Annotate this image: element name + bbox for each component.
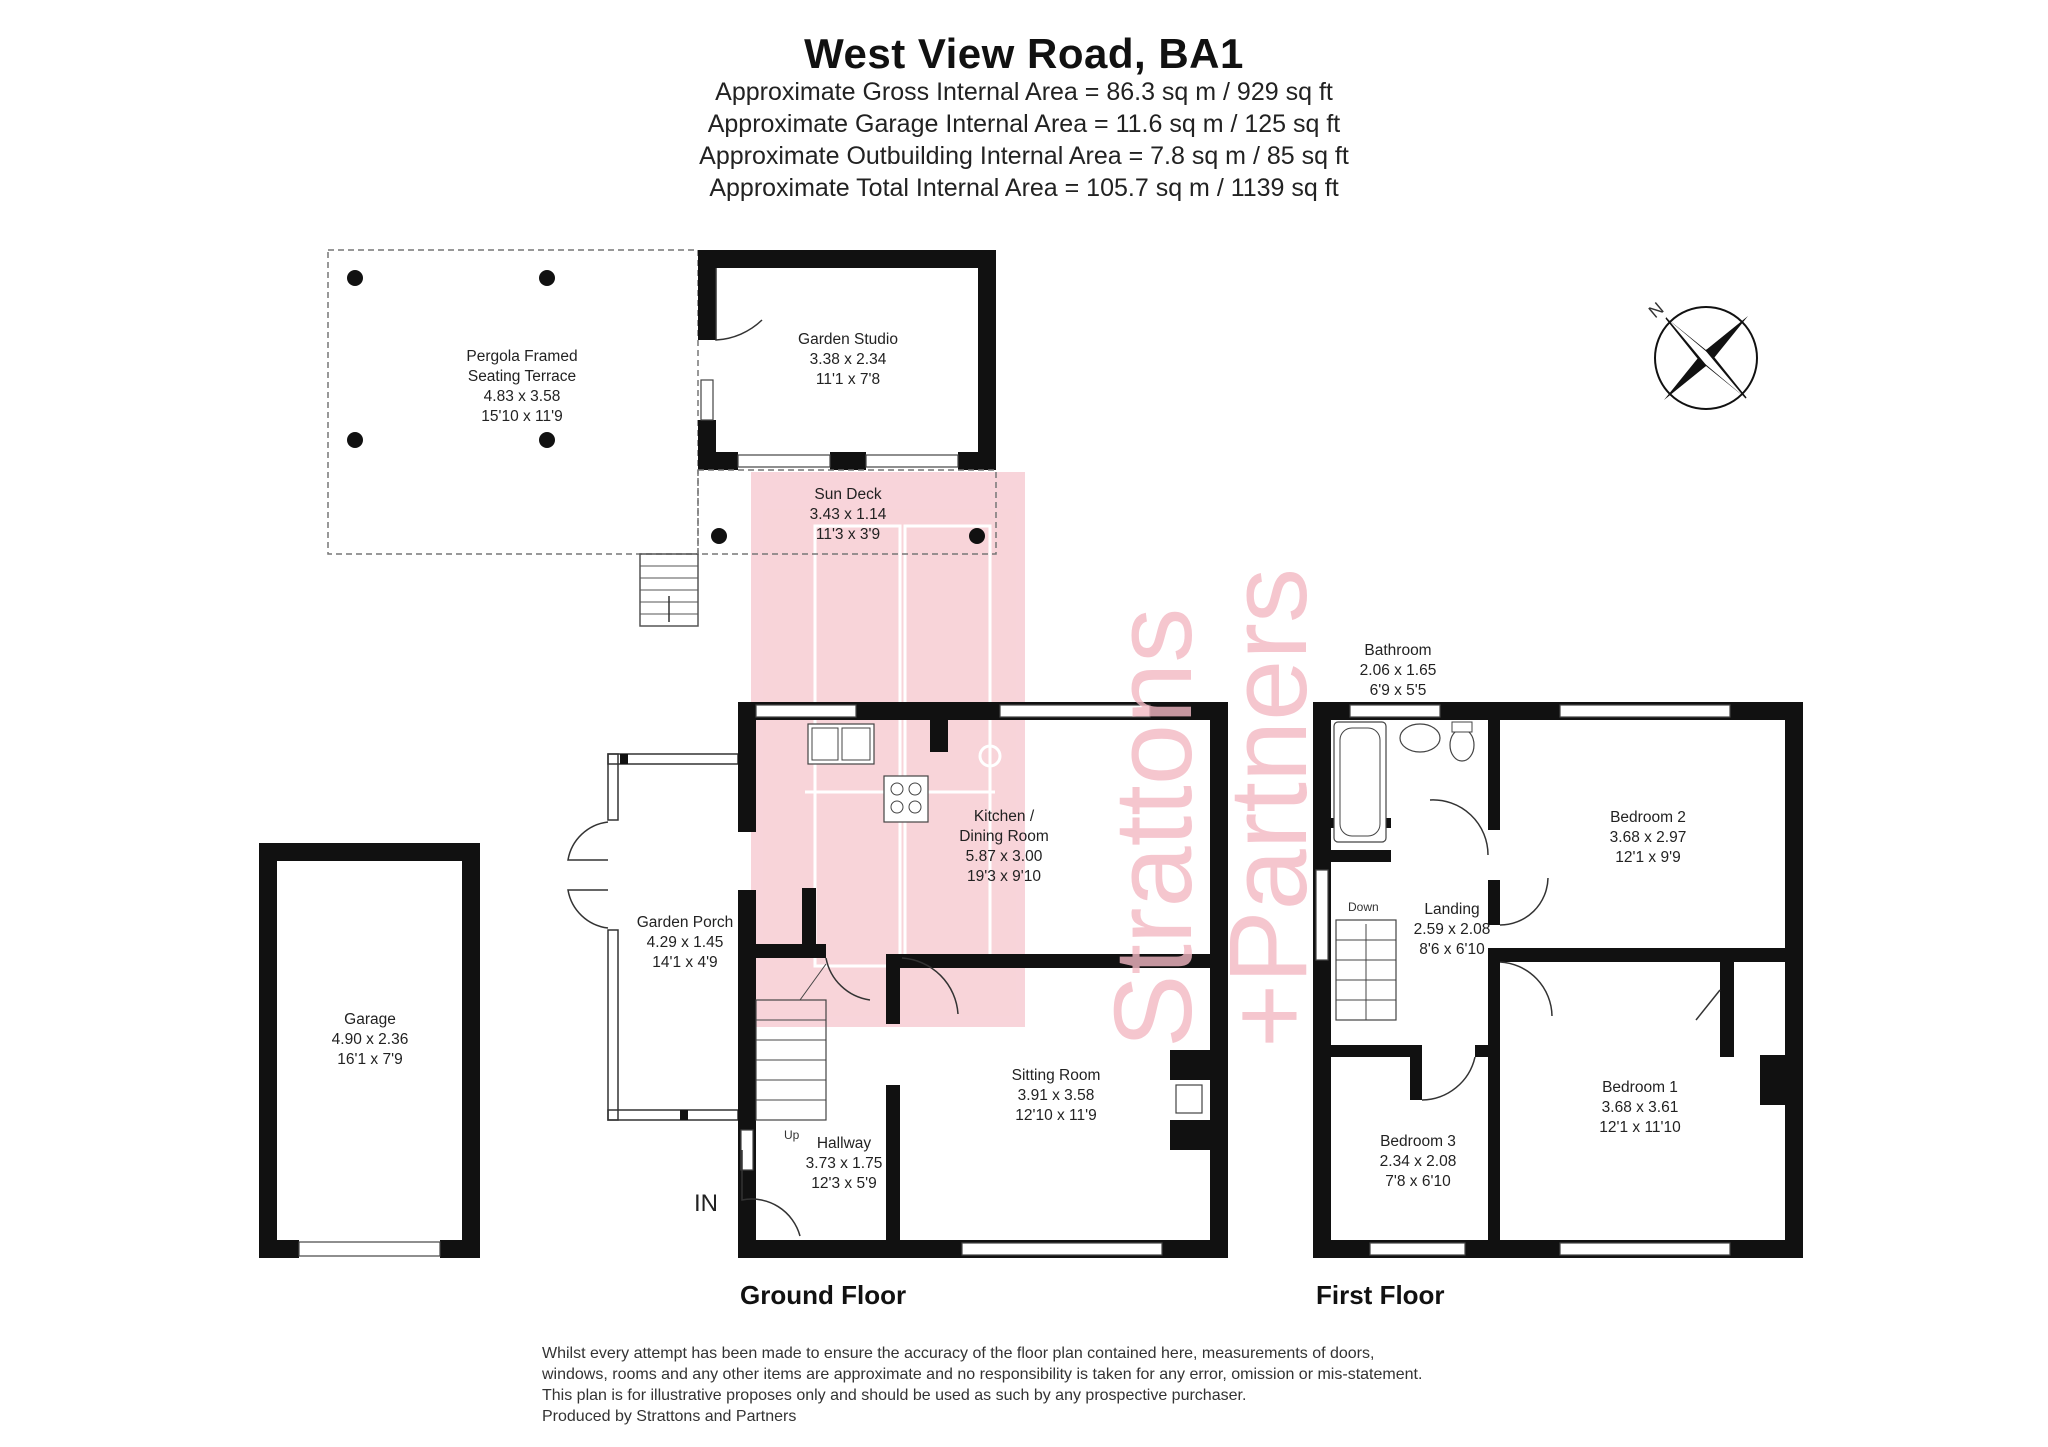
room-label-hallway: Hallway 3.73 x 1.75 12'3 x 5'9 <box>805 1135 883 1192</box>
garden-studio <box>698 250 996 470</box>
first-floor-windows <box>1315 704 1731 1256</box>
room-label-garden-porch: Garden Porch 4.29 x 1.45 14'1 x 4'9 <box>636 914 734 971</box>
room-label-sitting-room: Sitting Room 3.91 x 3.58 12'10 x 11'9 <box>1011 1067 1101 1124</box>
kitchen-fittings <box>807 723 929 823</box>
garage <box>259 843 480 1258</box>
watermark-logo <box>751 472 1025 1027</box>
stairs-down-label: Down <box>1348 900 1379 914</box>
plan-title: West View Road, BA1 <box>804 30 1244 77</box>
watermark-text-1: Strattons <box>1092 607 1215 1048</box>
sun-deck <box>697 469 997 555</box>
total-area: Approximate Total Internal Area = 105.7 … <box>709 174 1339 202</box>
watermark-text-2: +Partners <box>1207 568 1330 1048</box>
room-label-bedroom-1: Bedroom 1 3.68 x 3.61 12'1 x 11'10 <box>1599 1079 1681 1136</box>
bathroom-fittings <box>1333 721 1475 843</box>
first-floor-walls <box>1313 702 1803 1258</box>
room-label-bedroom-3: Bedroom 3 2.34 x 2.08 7'8 x 6'10 <box>1379 1133 1457 1190</box>
compass-icon <box>1654 306 1758 410</box>
room-label-kitchen-dining: Kitchen / Dining Room 5.87 x 3.00 19'3 x… <box>959 808 1049 885</box>
room-label-bedroom-2: Bedroom 2 3.68 x 2.97 12'1 x 9'9 <box>1609 809 1687 866</box>
garage-area: Approximate Garage Internal Area = 11.6 … <box>707 110 1341 138</box>
stairs-up-label: Up <box>784 1128 800 1142</box>
ground-floor-label: Ground Floor <box>740 1280 907 1310</box>
disclaimer: Whilst every attempt has been made to en… <box>542 1345 1423 1425</box>
room-label-landing: Landing 2.59 x 2.08 8'6 x 6'10 <box>1413 901 1491 958</box>
first-floor-label: First Floor <box>1316 1280 1445 1310</box>
ground-floor-windows <box>740 704 1203 1256</box>
pergola-terrace <box>327 249 699 627</box>
room-label-garden-studio: Garden Studio 3.38 x 2.34 11'1 x 7'8 <box>798 331 898 388</box>
hallway-stairs <box>741 957 959 1237</box>
room-label-sun-deck: Sun Deck 3.43 x 1.14 11'3 x 3'9 <box>809 486 887 543</box>
room-label-bathroom: Bathroom 2.06 x 1.65 6'9 x 5'5 <box>1359 642 1437 699</box>
garden-porch <box>567 753 739 1121</box>
landing-stairs <box>1335 799 1721 1101</box>
gross-area: Approximate Gross Internal Area = 86.3 s… <box>715 78 1333 106</box>
room-label-garage: Garage 4.90 x 2.36 16'1 x 7'9 <box>331 1011 409 1068</box>
outbuilding-area: Approximate Outbuilding Internal Area = … <box>699 142 1349 170</box>
entrance-label: IN <box>694 1190 718 1217</box>
room-label-pergola: Pergola Framed Seating Terrace 4.83 x 3.… <box>466 348 578 425</box>
